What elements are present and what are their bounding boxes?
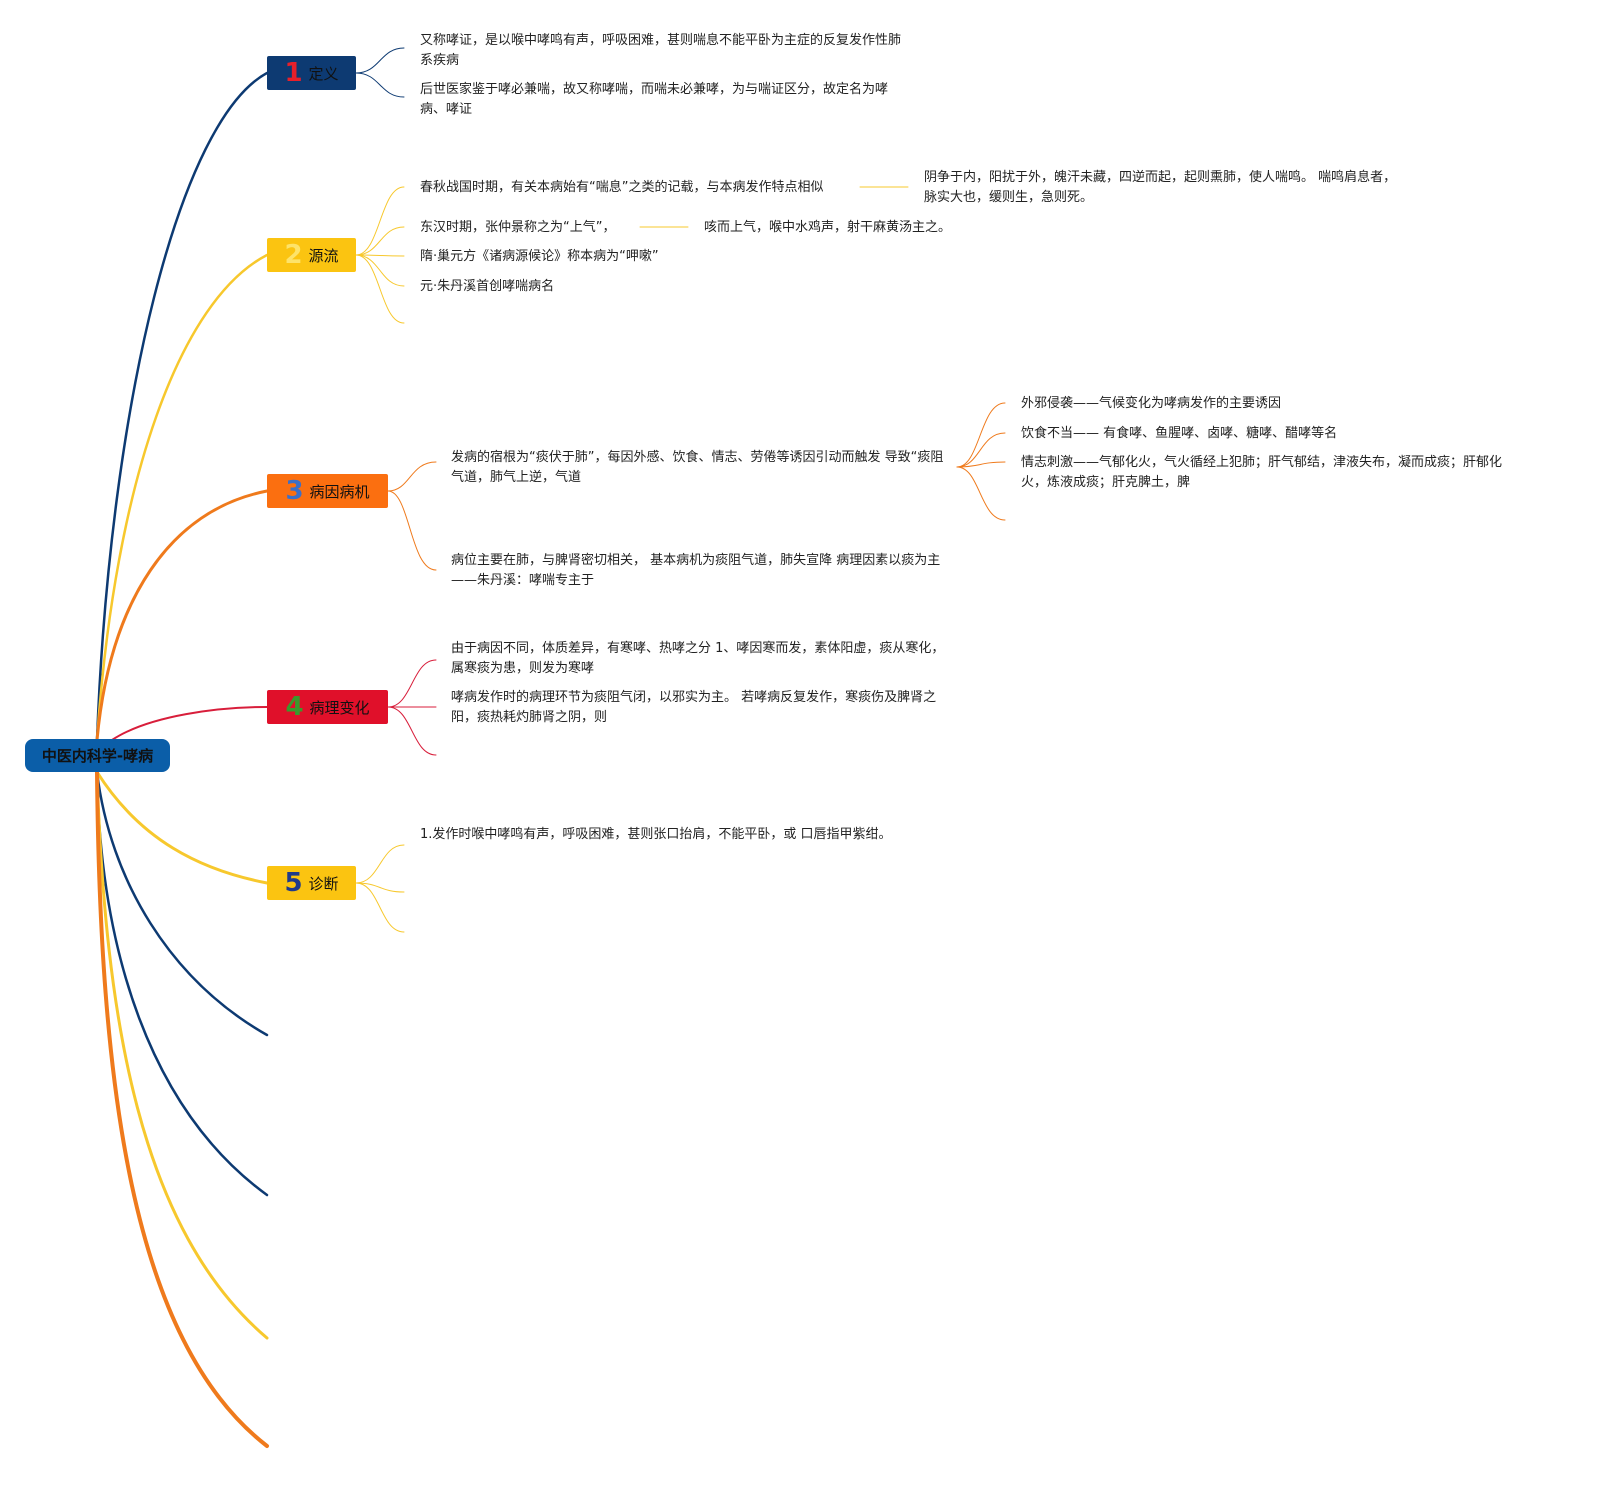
root-node[interactable]: 中医内科学-哮病 — [25, 739, 170, 772]
branch-line — [95, 71, 269, 742]
branch-line — [95, 489, 269, 742]
definition-item[interactable]: 后世医家鉴于哮必兼喘，故又称哮喘，而喘未必兼哮，为与喘证区分，故定名为哮病、哮证 — [420, 82, 889, 117]
sub-line — [355, 72, 405, 98]
origin-sub-item[interactable]: 阴争于内，阳扰于外，魄汗未藏，四逆而起，起则熏肺，使人喘鸣。 喘鸣肩息者，脉实大… — [924, 170, 1397, 205]
topic-origin[interactable]: 2 源流 — [267, 238, 356, 272]
etiology-item[interactable]: 病位主要在肺，与脾肾密切相关， 基本病机为痰阻气道，肺失宣降 病理因素以痰为主—… — [451, 553, 941, 588]
sub-line — [387, 461, 437, 492]
sub-line — [956, 432, 1006, 468]
sub-line — [956, 461, 1006, 468]
branch-line — [95, 770, 269, 1340]
etiology-sub-item[interactable]: 情志刺激——气郁化火，气火循经上犯肺；肝气郁结，津液失布，凝而成痰；肝郁化火，炼… — [1021, 455, 1503, 490]
sub-line — [355, 226, 405, 256]
topic-label: 源流 — [308, 246, 339, 265]
sub-line — [355, 254, 405, 324]
sub-line — [956, 402, 1006, 468]
etiology-sub-item[interactable]: 外邪侵袭——气候变化为哮病发作的主要诱因 — [1021, 396, 1282, 411]
sub-line — [355, 882, 405, 933]
branch-line — [111, 706, 268, 741]
origin-item[interactable]: 隋·巢元方《诸病源候论》称本病为“呷嗽” — [420, 249, 659, 264]
branch-line — [95, 253, 269, 742]
branch-line — [95, 770, 269, 1037]
topic-number: 1 — [284, 58, 303, 88]
topic-label: 病因病机 — [309, 482, 370, 501]
pathology-item[interactable]: 哮病发作时的病理环节为痰阻气闭，以邪实为主。 若哮病反复发作，寒痰伤及脾肾之阳，… — [451, 690, 937, 725]
topic-label: 诊断 — [308, 874, 339, 893]
topic-diagnosis[interactable]: 5 诊断 — [267, 866, 356, 900]
topic-number: 3 — [285, 476, 304, 506]
topic-label: 定义 — [308, 64, 339, 83]
origin-sub-item[interactable]: 咳而上气，喉中水鸡声，射干麻黄汤主之。 — [704, 220, 952, 235]
topic-number: 5 — [284, 868, 303, 898]
topic-number: 2 — [284, 240, 303, 270]
sub-line — [355, 254, 405, 257]
sub-line — [956, 466, 1006, 521]
sub-line — [387, 659, 437, 708]
sub-line — [355, 844, 405, 884]
sub-line — [387, 490, 437, 571]
sub-line — [355, 254, 405, 287]
origin-item[interactable]: 春秋战国时期，有关本病始有“喘息”之类的记载，与本病发作特点相似 — [420, 180, 824, 195]
topic-label: 病理变化 — [309, 698, 370, 717]
diagnosis-item[interactable]: 1.发作时喉中哮鸣有声，呼吸困难，甚则张口抬肩，不能平卧，或 口唇指甲紫绀。 — [420, 827, 892, 842]
topic-definition[interactable]: 1 定义 — [267, 56, 356, 90]
pathology-item[interactable]: 由于病因不同，体质差异，有寒哮、热哮之分 1、哮因寒而发，素体阳虚，痰从寒化，属… — [451, 641, 945, 676]
topic-pathology[interactable]: 4 病理变化 — [267, 690, 388, 724]
topic-etiology[interactable]: 3 病因病机 — [267, 474, 388, 508]
sub-line — [355, 47, 405, 74]
origin-item[interactable]: 元·朱丹溪首创哮喘病名 — [420, 279, 555, 294]
etiology-sub-item[interactable]: 饮食不当—— 有食哮、鱼腥哮、卤哮、糖哮、醋哮等名 — [1021, 426, 1338, 441]
branch-line — [95, 770, 269, 885]
topic-number: 4 — [285, 692, 304, 722]
definition-item[interactable]: 又称哮证，是以喉中哮鸣有声，呼吸困难，甚则喘息不能平卧为主症的反复发作性肺系疾病 — [420, 33, 902, 68]
etiology-item[interactable]: 发病的宿根为“痰伏于肺”，每因外感、饮食、情志、劳倦等诱因引动而触发 导致“痰阻… — [451, 450, 944, 485]
sub-line — [355, 186, 405, 256]
branch-line — [95, 770, 269, 1448]
sub-line — [387, 706, 437, 756]
sub-line — [355, 882, 405, 893]
origin-item[interactable]: 东汉时期，张仲景称之为“上气”， — [420, 220, 616, 235]
